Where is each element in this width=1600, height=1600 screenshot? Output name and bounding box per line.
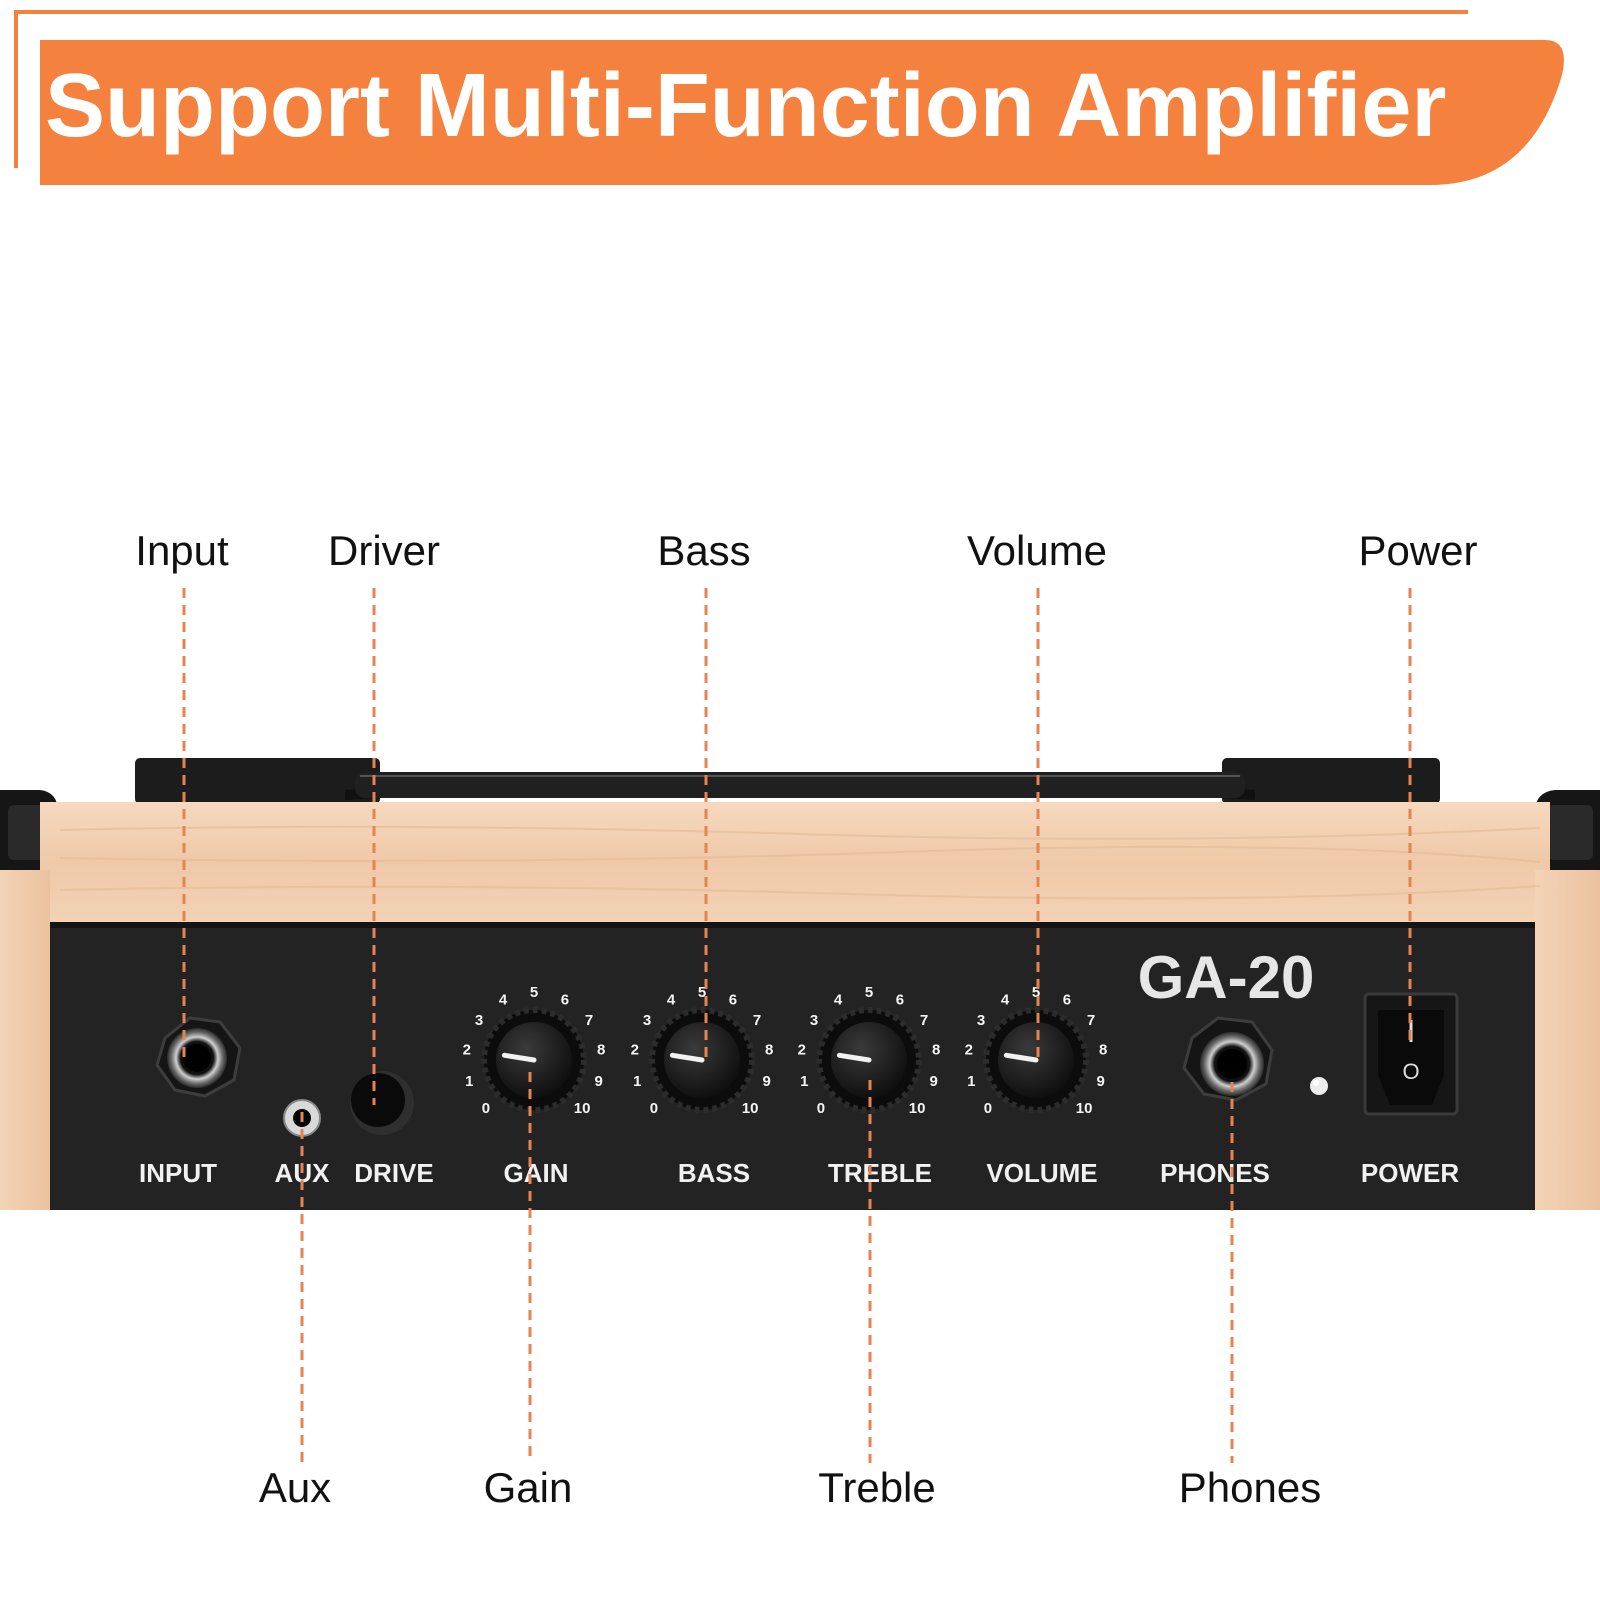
treble-tick-4: 4: [834, 991, 843, 1008]
volume-tick-1: 1: [967, 1073, 975, 1090]
treble-tick-7: 7: [920, 1012, 928, 1029]
gain-tick-4: 4: [499, 991, 508, 1008]
gain-tick-1: 1: [465, 1073, 473, 1090]
bass-tick-6: 6: [729, 991, 737, 1008]
gain-tick-3: 3: [475, 1012, 483, 1029]
treble-knob[interactable]: 01 234 5 678 910: [798, 984, 941, 1117]
gain-tick-9: 9: [595, 1073, 603, 1090]
volume-tick-0: 0: [984, 1100, 992, 1117]
bass-tick-7: 7: [753, 1012, 761, 1029]
volume-tick-6: 6: [1063, 991, 1071, 1008]
treble-tick-9: 9: [930, 1073, 938, 1090]
callout-treble: Treble: [818, 1464, 936, 1511]
panel-label-input: INPUT: [139, 1158, 217, 1188]
callout-gain: Gain: [484, 1464, 573, 1511]
gain-tick-5: 5: [530, 984, 538, 1001]
gain-tick-10: 10: [574, 1100, 591, 1117]
volume-tick-5: 5: [1032, 984, 1040, 1001]
wood-frame-right: [1535, 870, 1600, 1210]
panel-label-power: POWER: [1361, 1158, 1459, 1188]
bass-tick-2: 2: [631, 1041, 639, 1058]
volume-pointer: [1003, 1052, 1039, 1063]
treble-tick-1: 1: [800, 1073, 808, 1090]
treble-tick-8: 8: [932, 1041, 940, 1058]
wood-frame-left: [0, 870, 50, 1210]
bass-tick-9: 9: [763, 1073, 771, 1090]
panel-label-bass: BASS: [678, 1158, 750, 1188]
callout-power: Power: [1358, 527, 1477, 574]
volume-tick-7: 7: [1087, 1012, 1095, 1029]
treble-tick-2: 2: [798, 1041, 806, 1058]
gain-tick-0: 0: [482, 1100, 490, 1117]
drive-button[interactable]: [350, 1071, 414, 1135]
bass-knob[interactable]: 01 234 5 678 910: [631, 984, 774, 1117]
gain-knob[interactable]: 01 234 5 678 910: [463, 984, 606, 1117]
callout-phones: Phones: [1179, 1464, 1321, 1511]
volume-knob[interactable]: 01 234 5 678 910: [965, 984, 1108, 1117]
power-led: [1310, 1077, 1328, 1095]
volume-tick-10: 10: [1076, 1100, 1093, 1117]
bass-tick-5: 5: [698, 984, 706, 1001]
callout-aux: Aux: [259, 1464, 331, 1511]
panel-label-phones: PHONES: [1160, 1158, 1270, 1188]
treble-pointer: [836, 1052, 872, 1063]
gain-pointer: [501, 1052, 537, 1063]
gain-tick-7: 7: [585, 1012, 593, 1029]
switch-off-mark: O: [1402, 1059, 1419, 1084]
bass-tick-8: 8: [765, 1041, 773, 1058]
treble-tick-3: 3: [810, 1012, 818, 1029]
bass-tick-0: 0: [650, 1100, 658, 1117]
bass-tick-1: 1: [633, 1073, 641, 1090]
phones-jack[interactable]: [1182, 1016, 1274, 1102]
callout-volume: Volume: [967, 527, 1107, 574]
treble-tick-10: 10: [909, 1100, 926, 1117]
title-banner: Support Multi-Function Amplifier: [14, 10, 1564, 185]
banner-title: Support Multi-Function Amplifier: [45, 56, 1446, 156]
gain-tick-2: 2: [463, 1041, 471, 1058]
volume-tick-2: 2: [965, 1041, 973, 1058]
callout-bass: Bass: [657, 527, 750, 574]
banner-background: [40, 40, 1564, 185]
panel-label-treble: TREBLE: [828, 1158, 932, 1188]
volume-tick-3: 3: [977, 1012, 985, 1029]
panel-label-drive: DRIVE: [354, 1158, 433, 1188]
input-jack[interactable]: [155, 1016, 242, 1098]
panel-label-volume: VOLUME: [986, 1158, 1097, 1188]
volume-tick-9: 9: [1097, 1073, 1105, 1090]
callout-driver: Driver: [328, 527, 440, 574]
bass-tick-4: 4: [667, 991, 676, 1008]
wood-frame-top: [40, 802, 1550, 922]
treble-tick-6: 6: [896, 991, 904, 1008]
panel-label-gain: GAIN: [504, 1158, 569, 1188]
carry-handle: [135, 758, 1440, 804]
volume-tick-8: 8: [1099, 1041, 1107, 1058]
model-name: GA-20: [1138, 944, 1315, 1011]
power-switch[interactable]: O: [1363, 992, 1459, 1116]
corner-protector-right: [1535, 790, 1600, 870]
bass-tick-3: 3: [643, 1012, 651, 1029]
control-panel: [50, 922, 1535, 1210]
gain-tick-6: 6: [561, 991, 569, 1008]
bass-pointer: [669, 1052, 705, 1063]
gain-tick-8: 8: [597, 1041, 605, 1058]
volume-tick-4: 4: [1001, 991, 1010, 1008]
wood-grain: [59, 825, 1541, 900]
callout-input: Input: [135, 527, 229, 574]
bass-tick-10: 10: [742, 1100, 759, 1117]
treble-tick-5: 5: [865, 984, 873, 1001]
treble-tick-0: 0: [817, 1100, 825, 1117]
